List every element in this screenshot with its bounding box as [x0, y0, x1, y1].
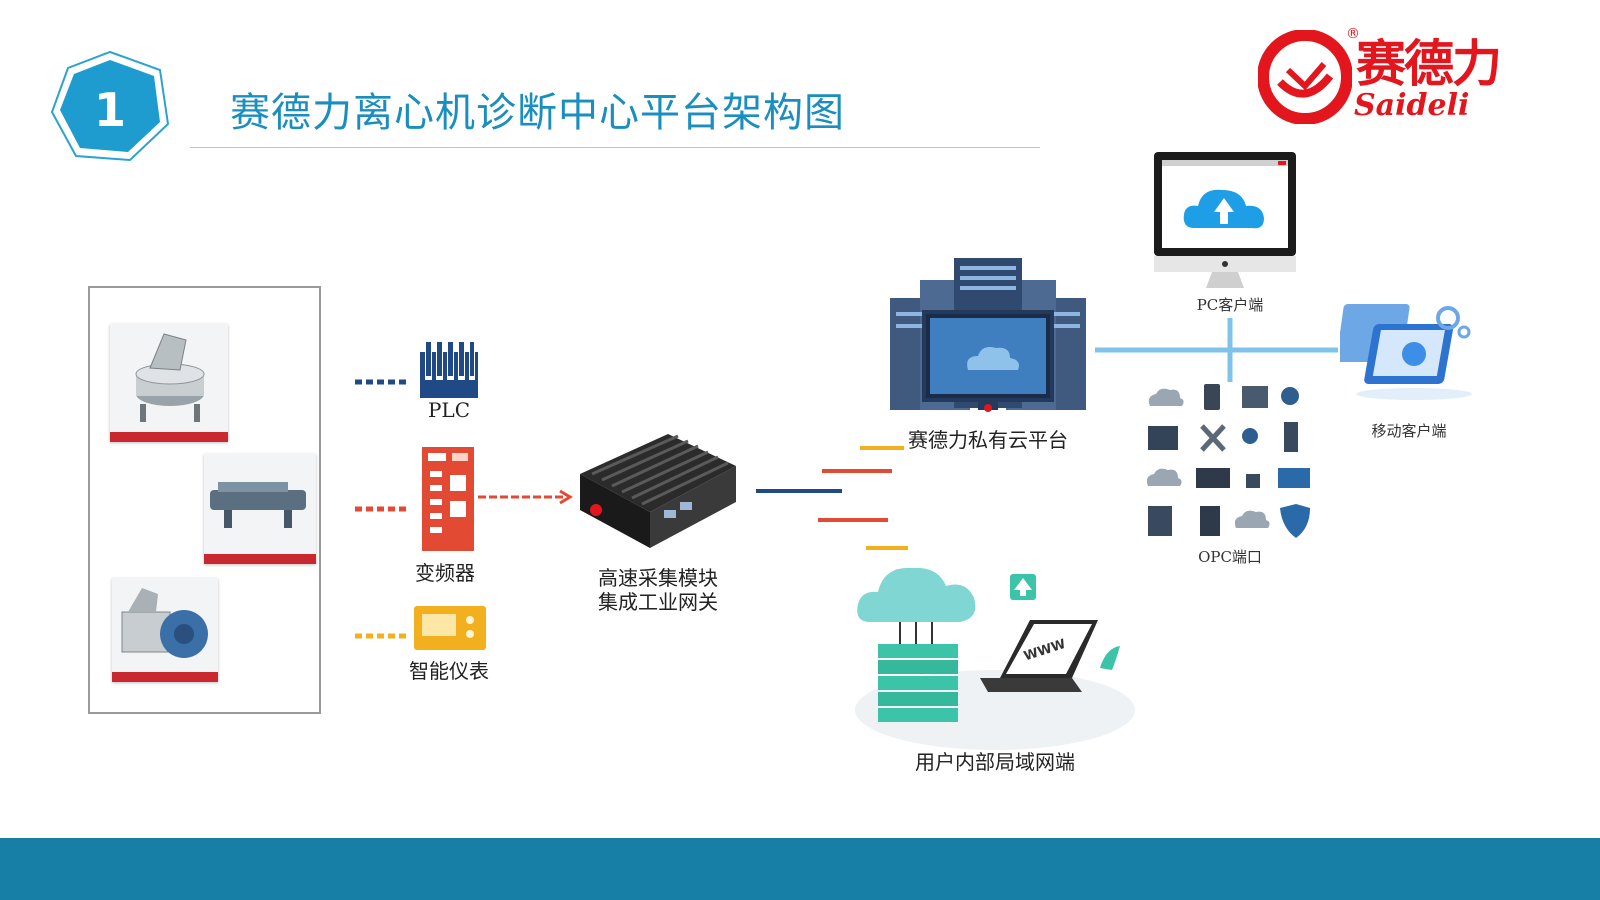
- equipment-photo-decanter: [204, 454, 316, 564]
- section-badge: 1: [50, 50, 170, 162]
- gateway-label-line1: 高速采集模块: [598, 566, 718, 590]
- support-user-icon: [1242, 428, 1258, 444]
- shield-icon: [1280, 504, 1310, 538]
- title-divider: [190, 147, 1040, 148]
- mobile-devices-icon: [1340, 304, 1472, 400]
- logo-registered: ®: [1346, 26, 1360, 42]
- logo-cn: 赛德力: [1356, 34, 1502, 93]
- inverter-label: 变频器: [415, 561, 475, 585]
- logo-en: Saideli: [1354, 88, 1470, 123]
- centrifuge-icon: [135, 333, 205, 422]
- equipment-photo-centrifuge-2: [112, 578, 218, 682]
- cloud-user-icon: [1146, 468, 1182, 486]
- server-group-icon: [1242, 386, 1268, 408]
- monitor-cloud-icon: [1154, 152, 1296, 288]
- equipment-panel: [88, 286, 321, 714]
- section-number: 1: [94, 83, 126, 137]
- smart-meter-label: 智能仪表: [409, 659, 489, 683]
- user-icon: [1281, 387, 1299, 405]
- gateway-icon: [580, 434, 736, 548]
- opc-port-label: OPC端口: [1198, 548, 1262, 566]
- opc-icons-grid: [1146, 384, 1310, 538]
- equipment-photo-centrifuge-1: [110, 324, 228, 442]
- server-stack-icon: [878, 644, 958, 722]
- server-tower-icon: [890, 258, 1086, 412]
- lan-label: 用户内部局域网端: [915, 750, 1075, 774]
- scraper-centrifuge-icon: [121, 588, 208, 658]
- cloud-server-lan-icon: WWW: [855, 567, 1135, 750]
- gateway-label-line2: 集成工业网关: [598, 590, 718, 614]
- smart-meter-icon: [414, 606, 486, 650]
- monitor-icon: [1278, 468, 1310, 488]
- inverter-icon: [422, 447, 474, 551]
- laptop-icon: [1196, 468, 1230, 488]
- laptop-icon: [980, 620, 1098, 692]
- server-icon: [1148, 506, 1172, 536]
- plc-icon: [420, 342, 478, 398]
- plc-label: PLC: [427, 398, 471, 422]
- rack-2-icon: [1200, 506, 1220, 536]
- brand-logo: 赛德力 ® Saideli: [1258, 26, 1538, 126]
- footer-band: [0, 838, 1600, 900]
- phone-icon: [1204, 384, 1220, 410]
- page-title: 赛德力离心机诊断中心平台架构图: [230, 90, 845, 136]
- tower-icon: [1284, 422, 1298, 452]
- cloud-2-icon: [1234, 510, 1270, 528]
- private-cloud-label: 赛德力私有云平台: [908, 428, 1068, 452]
- tools-icon: [1200, 424, 1226, 452]
- mobile-client-label: 移动客户端: [1371, 422, 1447, 440]
- pc-client-label: PC客户端: [1196, 296, 1264, 314]
- logo-emblem-icon: [1258, 30, 1352, 124]
- decanter-icon: [210, 482, 306, 528]
- lock-icon: [1246, 474, 1260, 488]
- rack-icon: [1148, 426, 1178, 450]
- cloud-icon: [1148, 388, 1184, 406]
